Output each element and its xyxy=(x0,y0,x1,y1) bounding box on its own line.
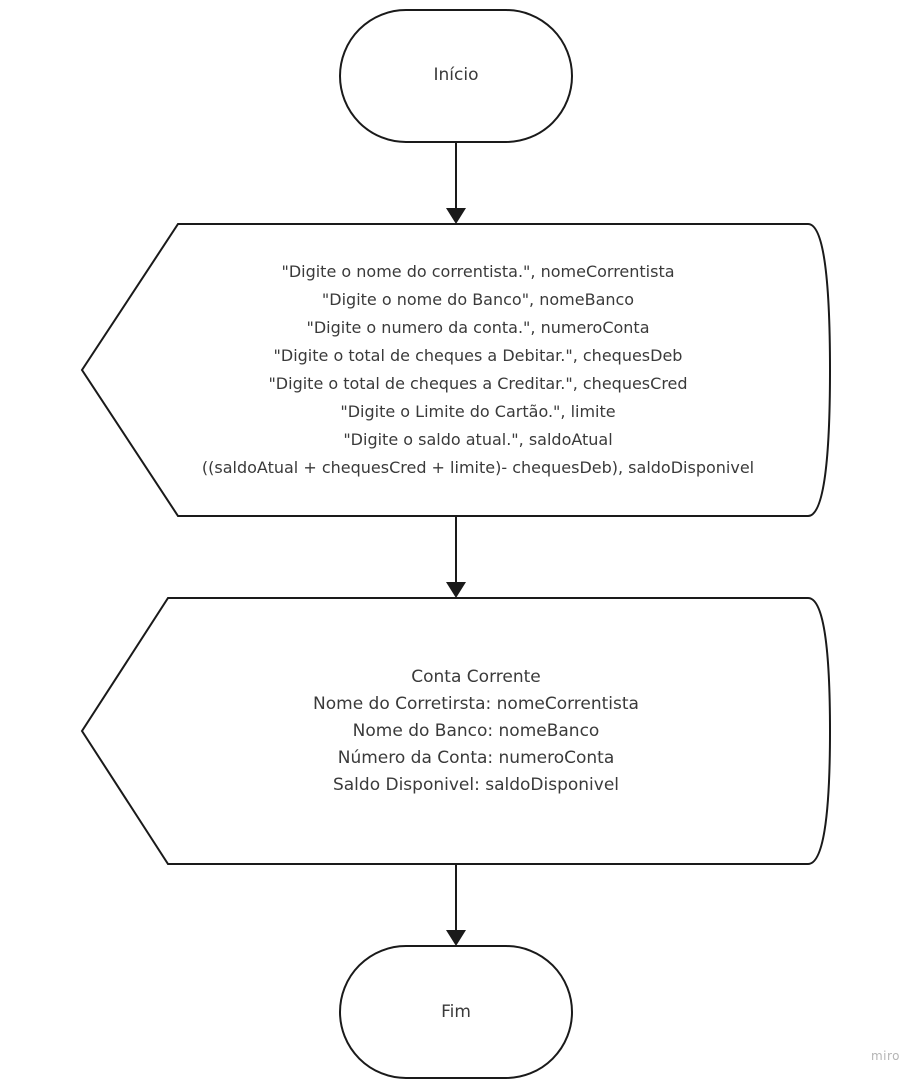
arrowhead-output-to-end xyxy=(446,930,466,946)
output-text-block: Conta Corrente Nome do Corretirsta: nome… xyxy=(313,667,639,795)
end-terminator[interactable] xyxy=(339,945,573,1079)
end-label: Fim xyxy=(441,1002,471,1022)
output-line: Saldo Disponivel: saldoDisponivel xyxy=(333,775,619,795)
arrowhead-start-to-input xyxy=(446,208,466,224)
start-label: Início xyxy=(434,65,479,85)
output-line: Nome do Corretirsta: nomeCorrentista xyxy=(313,694,639,714)
input-line: "Digite o saldo atual.", saldoAtual xyxy=(343,430,612,449)
input-line: "Digite o total de cheques a Debitar.", … xyxy=(274,346,683,365)
output-display-shape[interactable] xyxy=(80,597,832,865)
input-line: "Digite o total de cheques a Creditar.",… xyxy=(268,374,687,393)
input-line: "Digite o nome do Banco", nomeBanco xyxy=(322,290,634,309)
output-line: Conta Corrente xyxy=(411,667,540,687)
input-line: "Digite o numero da conta.", numeroConta xyxy=(307,318,650,337)
input-line: "Digite o nome do correntista.", nomeCor… xyxy=(281,262,674,281)
output-line: Número da Conta: numeroConta xyxy=(338,748,615,768)
output-line: Nome do Banco: nomeBanco xyxy=(353,721,600,741)
input-text-block: "Digite o nome do correntista.", nomeCor… xyxy=(202,262,754,477)
miro-watermark: miro xyxy=(870,1049,900,1063)
arrowhead-input-to-output xyxy=(446,582,466,598)
input-display-shape[interactable] xyxy=(80,223,832,517)
input-line: "Digite o Limite do Cartão.", limite xyxy=(340,402,615,421)
input-line: ((saldoAtual + chequesCred + limite)- ch… xyxy=(202,458,754,477)
